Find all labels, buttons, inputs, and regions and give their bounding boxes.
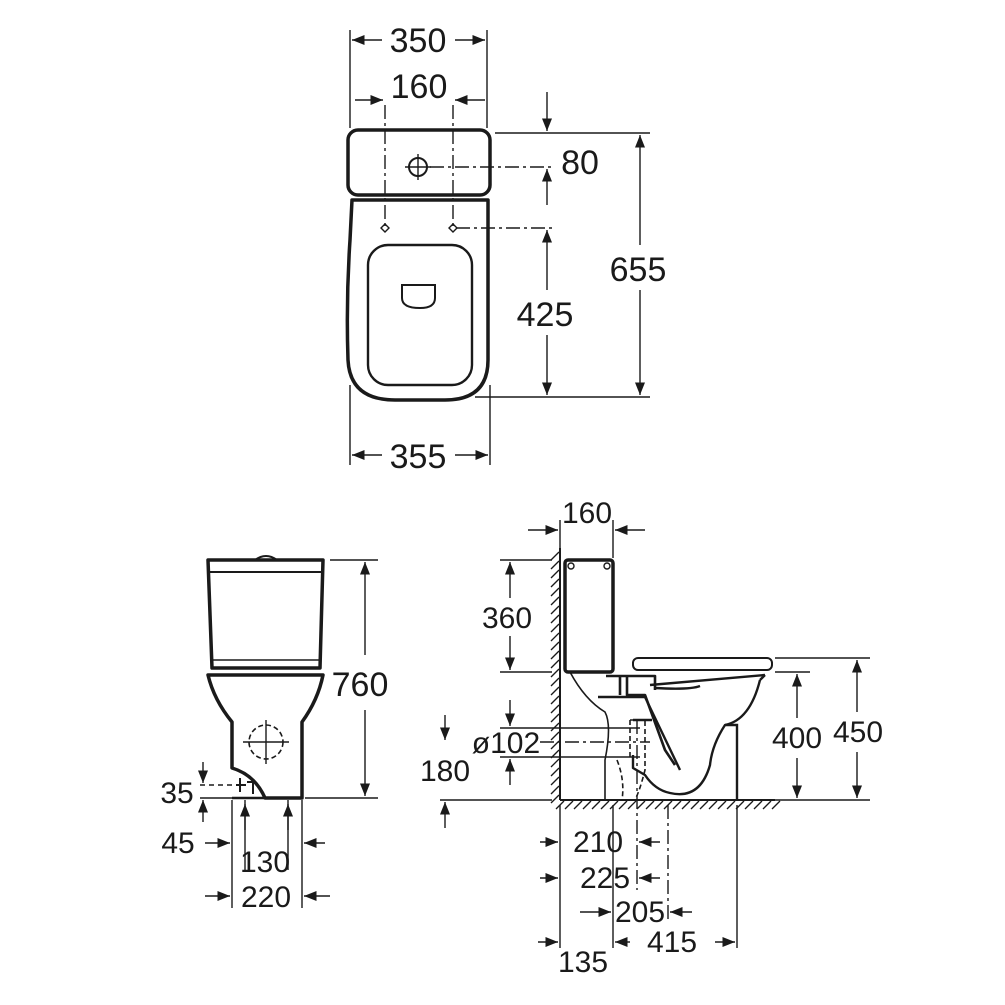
dim-360: 360 [482,602,532,635]
hatch-line [744,800,754,810]
dim-450: 450 [833,716,883,749]
fixing-points [380,223,458,233]
dim-760: 760 [332,666,389,704]
side-view: 160 360 ø102 180 400 450 210 [420,497,883,979]
hatch-line [550,767,560,777]
dim-355: 355 [390,438,447,476]
seat-opening [366,243,474,387]
hatch-line [550,785,560,795]
hatch-line [627,800,637,810]
hatch-line [550,614,560,624]
hatch-line [550,704,560,714]
dim-425: 425 [517,296,574,334]
top-view: 350 160 80 655 425 355 [345,22,667,476]
hatch-line [582,800,592,810]
hatch-line [753,800,763,810]
hatch-line [550,758,560,768]
hatch-line [550,641,560,651]
hatch-line [645,800,655,810]
hatch-line [762,800,772,810]
front-view: 760 35 45 130 220 [160,555,389,914]
dim-350: 350 [390,22,447,60]
bowl-side-outline [598,673,766,796]
dim-220: 220 [241,881,291,914]
hatch-line [550,596,560,606]
hatch-line [636,800,646,810]
hatch-line [550,686,560,696]
dim-diameter-102: ø102 [472,727,540,760]
inlet-valve-icon [236,778,254,794]
dim-45: 45 [161,827,194,860]
hatch-line [550,578,560,588]
hatch-line [726,800,736,810]
hatch-line [573,800,583,810]
dim-80: 80 [561,144,599,182]
hatch-line [564,800,574,810]
hatch-line [550,740,560,750]
tank-side-outline [563,558,615,674]
hatch-line [600,800,610,810]
seat-handle [401,284,436,310]
hatch-line [550,668,560,678]
hatch-line [708,800,718,810]
dim-160-top: 160 [391,68,448,106]
dim-225: 225 [580,862,630,895]
hatch-line [550,569,560,579]
hatch-line [550,794,560,804]
hatch-line [654,800,664,810]
tank-top-outline [346,128,492,197]
wall-hatch [550,551,560,804]
dim-35: 35 [160,777,193,810]
hatch-line [681,800,691,810]
hatch-line [550,731,560,741]
hatch-line [609,800,619,810]
outlet-pipe-dashed [616,719,646,801]
hatch-line [699,800,709,810]
hatch-line [771,800,781,810]
hatch-line [550,776,560,786]
tank-front-outline [206,558,325,670]
hatch-line [717,800,727,810]
seat-side [632,657,773,671]
dim-180: 180 [420,755,470,788]
dim-205: 205 [615,896,665,929]
hatch-line [591,800,601,810]
hatch-line [550,551,560,561]
hatch-line [550,623,560,633]
hatch-line [550,695,560,705]
dim-415: 415 [647,926,697,959]
bowl-front-outline [206,673,325,800]
hatch-line [550,605,560,615]
bowl-top-outline [345,198,490,402]
hatch-line [550,632,560,642]
hatch-line [550,650,560,660]
hatch-line [550,722,560,732]
hatch-line [550,677,560,687]
dim-400: 400 [772,722,822,755]
hatch-line [672,800,682,810]
hatch-line [690,800,700,810]
hatch-line [550,659,560,669]
dim-210: 210 [573,826,623,859]
dim-160-side: 160 [562,497,612,530]
dim-130: 130 [240,846,290,879]
hatch-line [550,713,560,723]
hatch-line [618,800,628,810]
hatch-line [550,560,560,570]
dim-655: 655 [610,251,667,289]
dim-135: 135 [558,946,608,979]
floor-hatch [555,800,781,810]
hatch-line [550,587,560,597]
